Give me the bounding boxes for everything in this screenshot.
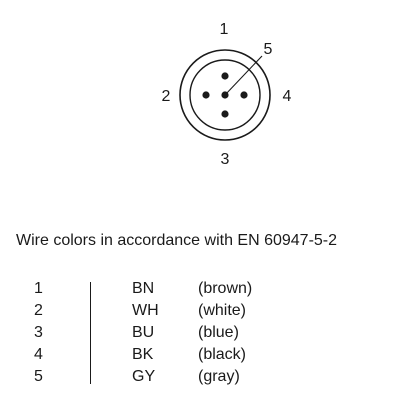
wire-row: 2 WH (white) bbox=[0, 300, 405, 322]
wire-color-name: (white) bbox=[198, 302, 247, 319]
wire-color-table: 1 BN (brown) 2 WH (white) 3 BU (blue) 4 … bbox=[0, 278, 405, 388]
pin-4-label: 4 bbox=[283, 88, 292, 105]
pin-2-dot bbox=[202, 91, 210, 99]
wire-row: 4 BK (black) bbox=[0, 344, 405, 366]
wire-pin-number: 3 bbox=[34, 324, 43, 341]
wire-color-name: (gray) bbox=[198, 368, 240, 385]
pin-5-leader-line bbox=[224, 55, 263, 96]
wire-color-caption: Wire colors in accordance with EN 60947-… bbox=[16, 232, 338, 249]
wire-pin-number: 5 bbox=[34, 368, 43, 385]
pin-1-label: 1 bbox=[220, 21, 229, 38]
wire-color-code: WH bbox=[132, 302, 159, 319]
wire-pin-number: 1 bbox=[34, 280, 43, 297]
pin-3-dot bbox=[221, 110, 229, 118]
pin-3-label: 3 bbox=[221, 151, 230, 168]
pin-4-dot bbox=[240, 91, 248, 99]
pin-5-label: 5 bbox=[264, 41, 273, 58]
wire-color-name: (blue) bbox=[198, 324, 239, 341]
pin-1-dot bbox=[221, 72, 229, 80]
wire-row: 1 BN (brown) bbox=[0, 278, 405, 300]
wire-color-name: (brown) bbox=[198, 280, 253, 297]
connector-inner-ring bbox=[189, 59, 261, 131]
table-divider-line bbox=[90, 282, 91, 384]
wire-color-code: BK bbox=[132, 346, 154, 363]
wire-pin-number: 2 bbox=[34, 302, 43, 319]
wire-color-name: (black) bbox=[198, 346, 247, 363]
connector-outer-ring bbox=[179, 49, 271, 141]
wire-color-code: BU bbox=[132, 324, 155, 341]
wire-row: 5 GY (gray) bbox=[0, 366, 405, 388]
connector-pinout-diagram: 1 5 2 4 3 bbox=[162, 21, 292, 168]
wire-row: 3 BU (blue) bbox=[0, 322, 405, 344]
wire-color-code: GY bbox=[132, 368, 156, 385]
pin-2-label: 2 bbox=[162, 88, 171, 105]
wire-pin-number: 4 bbox=[34, 346, 43, 363]
wire-color-code: BN bbox=[132, 280, 155, 297]
